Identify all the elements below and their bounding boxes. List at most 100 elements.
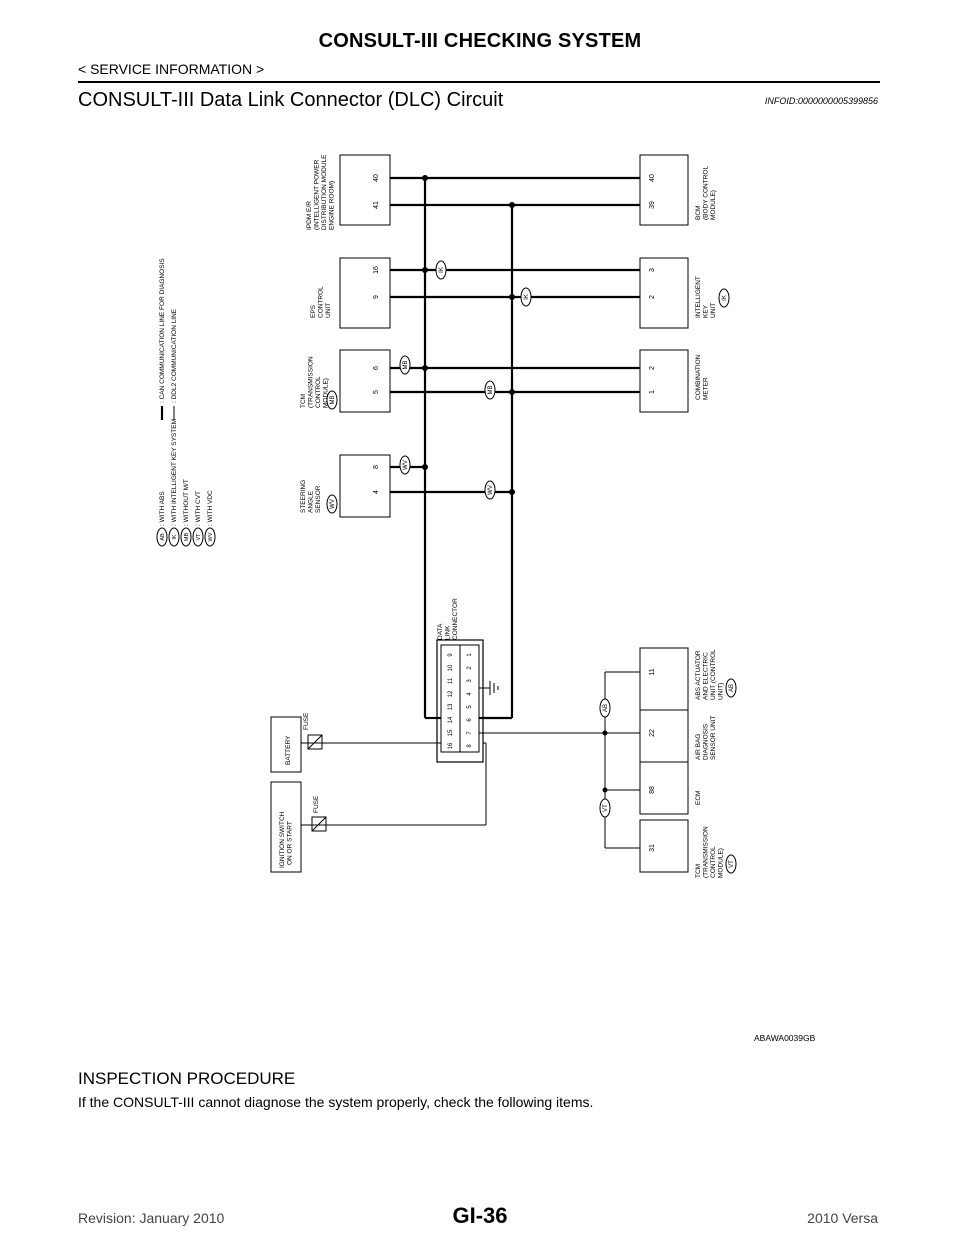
eps-box [339, 257, 391, 329]
airbag-label: AIR BAGDIAGNOSISSENSOR UNIT [695, 716, 717, 760]
wire-code-ik-2: IK [524, 294, 530, 300]
battery-label: BATTERY [285, 735, 292, 765]
dlc-pin: 15 [448, 729, 454, 736]
meter-box [639, 349, 689, 413]
ipdm-label: IPDM E/R(INTELLIGENT POWERDISTRIBUTION M… [306, 154, 336, 230]
tcm-bottom-box [639, 819, 689, 873]
pin: 9 [373, 295, 380, 299]
wire-code-ab: AB [603, 704, 609, 712]
abs-label: ABS ACTUATORAND ELECTRICUNIT (CONTROLUNI… [695, 649, 725, 700]
dlc-pin: 3 [467, 679, 473, 683]
bcm-label: BCM(BODY CONTROLMODULE) [695, 166, 717, 220]
dlc-pin: 2 [467, 666, 473, 670]
dlc-pin: 10 [448, 664, 454, 671]
pin: 31 [649, 844, 656, 852]
legend-text: : WITH ABS [159, 491, 166, 526]
legend-text: : WITH CVT [195, 491, 202, 526]
dlc-pin: 14 [448, 716, 454, 723]
bcm-box [639, 154, 689, 226]
legend-code: AB [160, 533, 166, 541]
dlc-label: DATALINKCONNECTOR [437, 598, 459, 640]
legend-code: VT [196, 533, 202, 541]
legend-code: MB [184, 533, 190, 542]
pin: 2 [649, 295, 656, 299]
pin: 41 [373, 201, 380, 209]
pin: 39 [649, 201, 656, 209]
dlc-pin: 11 [448, 677, 454, 684]
legend-text: : WITH INTELLIGENT KEY SYSTEM [171, 419, 178, 526]
ikey-label: INTELLIGENTKEYUNIT [695, 276, 717, 318]
ignition-fuse-label: FUSE [313, 795, 320, 813]
pin: 40 [649, 174, 656, 182]
pin: 11 [649, 668, 656, 675]
dlc-pin: 12 [448, 690, 454, 697]
ecm-box [639, 761, 689, 815]
dlc-pin: 8 [467, 744, 473, 748]
dlc-pin: 1 [467, 653, 473, 657]
tcm-bottom-code: VT [729, 860, 735, 868]
footer-model: 2010 Versa [807, 1210, 878, 1226]
pin: 1 [649, 390, 656, 394]
wire-code-wv-1: WV [403, 460, 409, 470]
battery-fuse-label: FUSE [303, 712, 310, 730]
dlc-pin: 4 [467, 692, 473, 696]
steering-label: STEERINGANGLESENSOR [300, 480, 322, 513]
dlc-box [436, 639, 484, 763]
wire-code-vt: VT [603, 804, 609, 812]
info-id: INFOID:0000000005399856 [764, 96, 878, 106]
wire-code-mb-2: MB [488, 386, 494, 395]
abs-box [639, 647, 689, 711]
meter-label: COMBINATIONMETER [695, 354, 710, 400]
pin: 6 [373, 366, 380, 370]
page-title: CONSULT-III CHECKING SYSTEM [318, 30, 642, 52]
airbag-box [639, 709, 689, 763]
wire-code-wv-2: WV [488, 485, 494, 495]
section-title: CONSULT-III Data Link Connector (DLC) Ci… [78, 89, 504, 111]
ignition-box [270, 781, 302, 873]
legend-text: : WITHOUT M/T [183, 479, 190, 526]
pin: 16 [373, 266, 380, 274]
pin: 88 [649, 786, 656, 794]
dlc-pin: 16 [448, 742, 454, 749]
tcm-top-box [339, 349, 391, 413]
procedure-title: INSPECTION PROCEDURE [78, 1069, 296, 1088]
footer-revision: Revision: January 2010 [78, 1210, 225, 1226]
legend-code: IK [172, 534, 178, 540]
dlc-pin: 13 [448, 703, 454, 710]
pin: 3 [649, 268, 656, 272]
legend-line-text: : DDL2 COMMUNICATION LINE [171, 308, 178, 403]
legend-code: WV [208, 532, 214, 541]
pin: 5 [373, 390, 380, 394]
ikey-box [639, 257, 689, 329]
section-breadcrumb: < SERVICE INFORMATION > [78, 61, 265, 77]
eps-label: EPSCONTROLUNIT [310, 286, 332, 318]
pin: 2 [649, 366, 656, 370]
dlc-pin: 7 [467, 731, 473, 735]
ecm-label: ECM [695, 791, 702, 805]
steering-code: WV [330, 499, 336, 509]
page-number: GI-36 [452, 1203, 508, 1228]
dlc-pin: 5 [467, 705, 473, 709]
tcm-bottom-label: TCM(TRANSMISSIONCONTROLMODULE) [695, 826, 725, 878]
header-divider [78, 81, 880, 83]
pin: 4 [373, 490, 380, 494]
battery-box [270, 716, 302, 773]
procedure-text: If the CONSULT-III cannot diagnose the s… [78, 1094, 594, 1110]
pin: 8 [373, 465, 380, 469]
legend-text: : WITH VDC [207, 490, 214, 526]
legend-line-text: : CAN COMMUNICATION LINE FOR DIAGNOSIS [159, 258, 166, 403]
pin: 22 [649, 729, 656, 737]
steering-box [339, 454, 391, 518]
abs-code: AB [729, 684, 735, 692]
figure-code: ABAWA0039GB [754, 1033, 816, 1043]
dlc-pin: 6 [467, 718, 473, 722]
tcm-top-code: MB [330, 396, 336, 405]
ipdm-box [339, 154, 391, 226]
ignition-label: IGNITION SWITCHON OR START [279, 811, 294, 868]
wire-code-mb-1: MB [403, 361, 409, 370]
ikey-code: IK [722, 295, 728, 301]
wire-code-ik-1: IK [439, 267, 445, 273]
tcm-top-label: TCM(TRANSMISSIONCONTROLMODULE) [300, 356, 330, 408]
dlc-pin: 9 [448, 653, 454, 657]
